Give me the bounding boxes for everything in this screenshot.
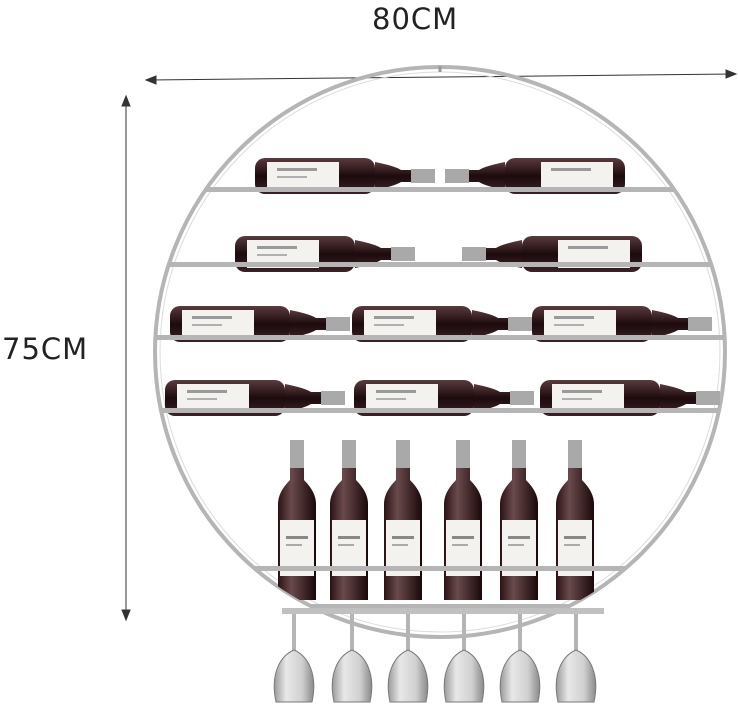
width-dimension-line xyxy=(144,69,738,85)
rack-shelf-bar xyxy=(155,335,725,340)
wine-glass xyxy=(555,613,597,703)
upright-bottle xyxy=(384,440,422,600)
upright-bottle xyxy=(500,440,538,600)
width-dimension-label: 80CM xyxy=(372,2,459,36)
rack-shelf-bar xyxy=(155,408,725,413)
rack-circle-frame xyxy=(153,65,727,639)
wine-glass xyxy=(387,613,429,703)
height-dimension-label: 75CM xyxy=(2,332,89,366)
upright-bottle xyxy=(278,440,316,600)
upright-bottle xyxy=(330,440,368,600)
rack-base-bar xyxy=(155,604,725,609)
glass-holder-bar xyxy=(282,608,604,614)
height-dimension-line xyxy=(121,94,131,622)
rack-lower-shelf xyxy=(155,566,725,571)
rack-shelf-bar xyxy=(155,187,725,192)
upright-bottle xyxy=(556,440,594,600)
wine-glass xyxy=(273,613,315,703)
wine-glass xyxy=(443,613,485,703)
upright-bottle xyxy=(444,440,482,600)
rack-shelf-bar xyxy=(155,262,725,267)
